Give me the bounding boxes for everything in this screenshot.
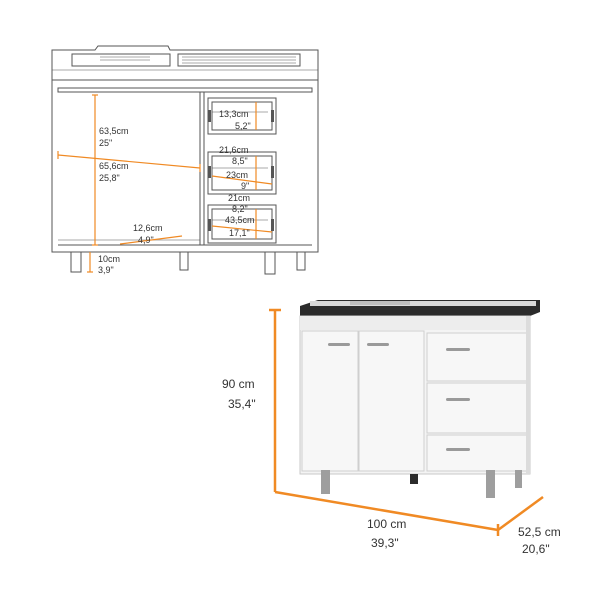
inner-width-line — [57, 154, 201, 169]
render-right-door — [358, 330, 425, 472]
cabinet-render — [299, 300, 540, 498]
drawer1-height-in: 5,2" — [235, 121, 251, 131]
drawer2-width-line — [211, 175, 273, 185]
cabinet-line-sketch — [51, 45, 319, 275]
inner-height-in: 25" — [99, 138, 112, 148]
drawer3-width-in: 17,1" — [229, 228, 250, 238]
shelf-depth-line — [119, 235, 183, 245]
sketch-measure-lines — [57, 94, 273, 273]
render-left-door — [301, 330, 359, 472]
render-drawer-handle-2 — [446, 398, 470, 401]
depth-cm: 52,5 cm — [518, 525, 561, 539]
render-legs — [321, 470, 522, 498]
drawer2-width-cm: 23cm — [226, 170, 248, 180]
sketch-carcass — [51, 79, 319, 253]
render-labels: 90 cm 35,4" 100 cm 39,3" 52,5 cm 20,6" — [222, 377, 561, 556]
drawer3-height-cm: 21cm — [228, 193, 250, 203]
drawer3-width-line — [211, 225, 273, 233]
render-drawer-2 — [426, 382, 528, 434]
height-cm: 90 cm — [222, 377, 255, 391]
drawer2-height-cm: 21,6cm — [219, 145, 249, 155]
drawer3-width-cm: 43,5cm — [225, 215, 255, 225]
depth-dimension-line — [497, 495, 544, 532]
sketch-labels: 63,5cm 25" 65,6cm 25,8" 13,3cm 5,2" 21,6… — [98, 109, 255, 275]
render-drawer-1 — [426, 332, 528, 382]
leg-height-in: 3,9" — [98, 265, 114, 275]
sketch-sink-right — [177, 53, 301, 67]
drawer2-height-in: 8,5" — [232, 156, 248, 166]
sketch-legs — [70, 251, 306, 275]
render-drawer-handle-1 — [446, 348, 470, 351]
drawer2-width-in: 9" — [241, 181, 249, 191]
width-in: 39,3" — [371, 536, 399, 550]
depth-in: 20,6" — [522, 542, 550, 556]
width-cm: 100 cm — [367, 517, 406, 531]
shelf-depth-in: 4,9" — [138, 235, 154, 245]
render-drawer-3 — [426, 434, 528, 472]
shelf-depth-cm: 12,6cm — [133, 223, 163, 233]
sketch-drawer-handles — [208, 110, 274, 231]
leg-height-cm: 10cm — [98, 254, 120, 264]
render-door-handle-right — [367, 343, 389, 346]
render-drawer-handle-3 — [446, 448, 470, 451]
height-in: 35,4" — [228, 397, 256, 411]
render-door-handle-left — [328, 343, 350, 346]
sketch-sink-left — [71, 53, 171, 67]
width-dimension-line — [274, 490, 499, 532]
inner-width-cm: 65,6cm — [99, 161, 129, 171]
render-measure-lines — [269, 308, 544, 536]
inner-height-cm: 63,5cm — [99, 126, 129, 136]
inner-width-in: 25,8" — [99, 173, 120, 183]
drawer1-height-cm: 13,3cm — [219, 109, 249, 119]
drawer3-height-in: 8,2" — [232, 204, 248, 214]
